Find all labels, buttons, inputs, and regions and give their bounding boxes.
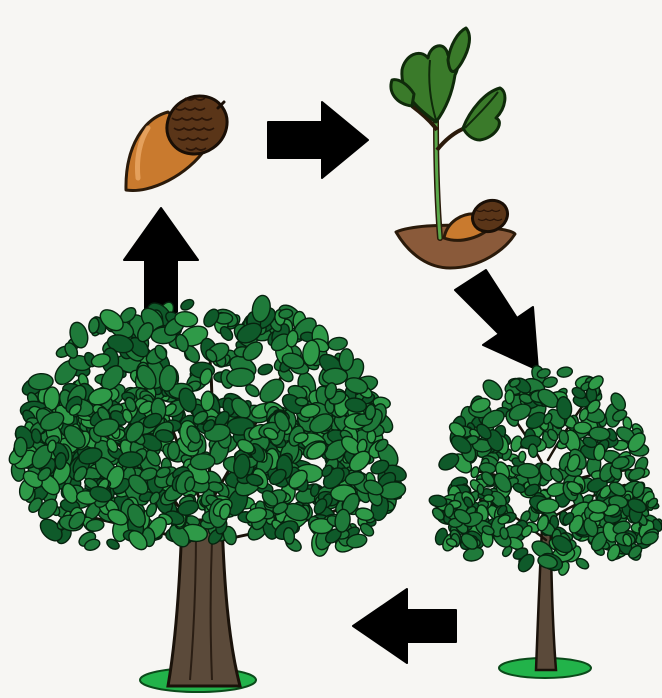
leaf [518, 451, 526, 462]
leaf [168, 442, 180, 460]
leaf [484, 495, 495, 502]
leaf [322, 368, 348, 385]
leaf [339, 348, 354, 370]
leaf [505, 390, 514, 404]
leaf [14, 437, 27, 456]
leaf [477, 484, 484, 495]
leaf [537, 498, 559, 513]
